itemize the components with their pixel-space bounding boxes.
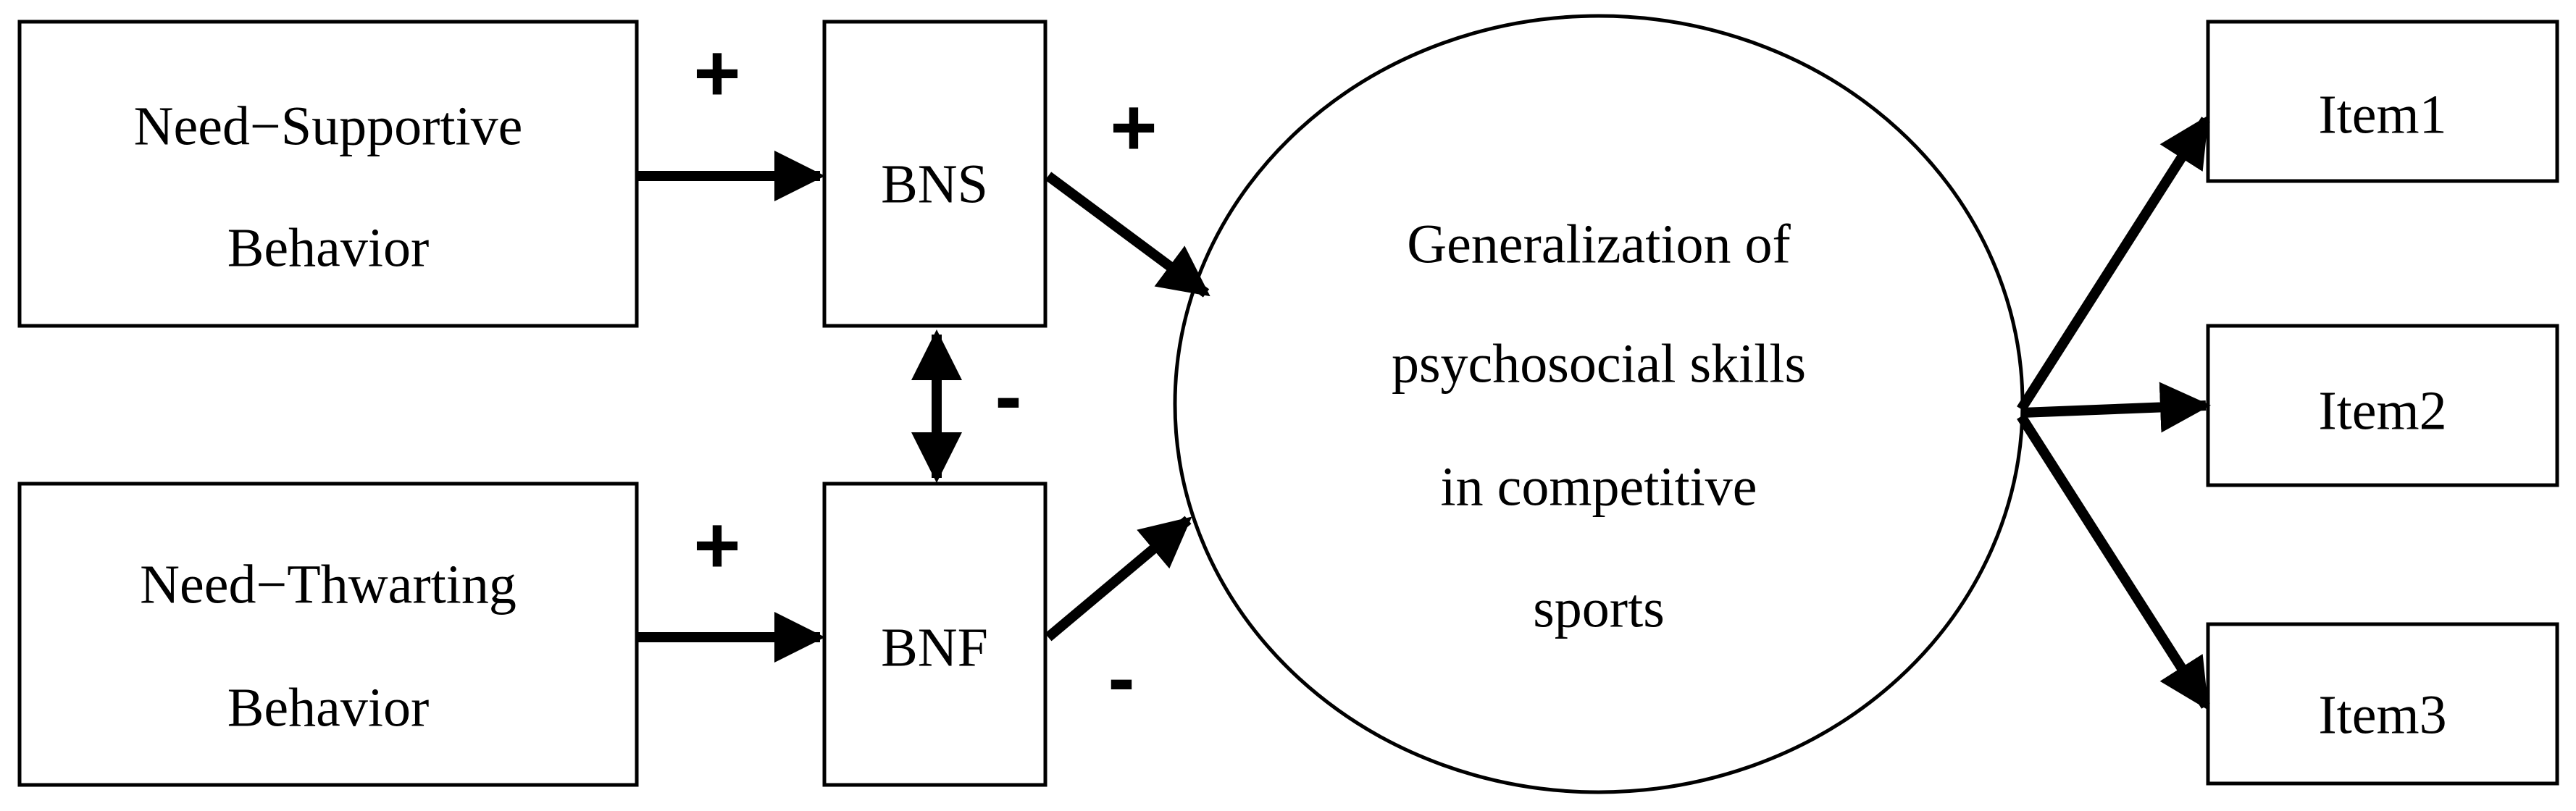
- sign-nsb-to-bns: +: [693, 28, 740, 119]
- item3-label: Item3: [2318, 684, 2446, 745]
- outcome-label-line2: psychosocial skills: [1392, 333, 1806, 394]
- bns-label: BNS: [881, 154, 988, 214]
- sign-ntb-to-bnf: +: [693, 500, 740, 591]
- sign-bns-to-outcome: +: [1110, 83, 1157, 173]
- need-thwarting-label-line1: Need−Thwarting: [140, 554, 517, 615]
- bns-node: BNS: [822, 20, 1047, 328]
- outcome-label-line3: in competitive: [1441, 456, 1757, 517]
- item1-node: Item1: [2206, 20, 2559, 183]
- item2-node: Item2: [2206, 324, 2559, 487]
- need-thwarting-label-line2: Behavior: [227, 677, 430, 738]
- outcome-label-line4: sports: [1533, 578, 1665, 639]
- sign-bns-bnf: -: [995, 351, 1021, 442]
- arrow-bnf-to-outcome: [1045, 516, 1192, 642]
- item2-label: Item2: [2318, 380, 2446, 441]
- item3-node: Item3: [2206, 622, 2559, 786]
- bnf-label: BNF: [881, 617, 988, 678]
- need-supportive-behavior-node: Need−Supportive Behavior: [17, 20, 639, 328]
- arrow-outcome-to-item2: [2020, 382, 2211, 433]
- bnf-node: BNF: [822, 482, 1047, 787]
- generalization-outcome-node: Generalization of psychosocial skills in…: [1173, 14, 2025, 794]
- arrow-outcome-to-item1: [2017, 115, 2210, 412]
- arrow-bns-to-outcome: [1045, 172, 1210, 298]
- need-thwarting-behavior-node: Need−Thwarting Behavior: [17, 482, 639, 787]
- need-supportive-label-line2: Behavior: [227, 217, 430, 278]
- need-supportive-label-line1: Need−Supportive: [134, 96, 523, 156]
- outcome-label-line1: Generalization of: [1407, 214, 1791, 274]
- sign-bnf-to-outcome: -: [1108, 633, 1134, 723]
- arrow-outcome-to-item3: [2017, 413, 2210, 710]
- item1-label: Item1: [2318, 84, 2446, 145]
